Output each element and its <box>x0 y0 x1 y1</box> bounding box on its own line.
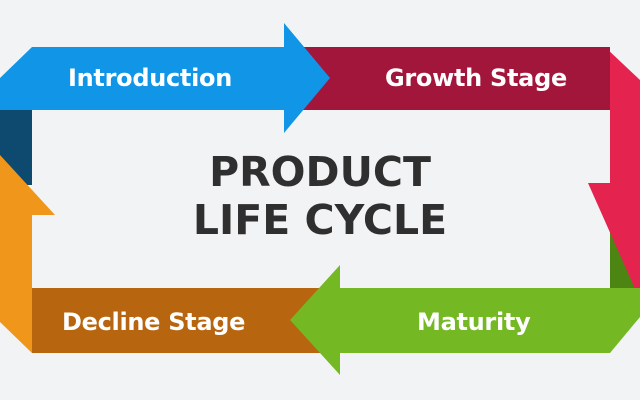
diagram-title-line-2: LIFE CYCLE <box>192 196 448 244</box>
diagram-title-line-1: PRODUCT <box>209 148 431 196</box>
decline-turn-arrow <box>0 155 55 353</box>
growth-band <box>284 47 610 110</box>
stage-label-decline: Decline Stage <box>62 308 246 336</box>
stage-label-maturity: Maturity <box>417 308 531 336</box>
decline-band <box>32 288 345 353</box>
stage-label-growth: Growth Stage <box>385 64 567 92</box>
growth-turn-arrow <box>588 47 640 300</box>
stage-label-introduction: Introduction <box>68 64 232 92</box>
maturity-arrow <box>290 265 640 375</box>
introduction-arrow <box>0 23 330 133</box>
